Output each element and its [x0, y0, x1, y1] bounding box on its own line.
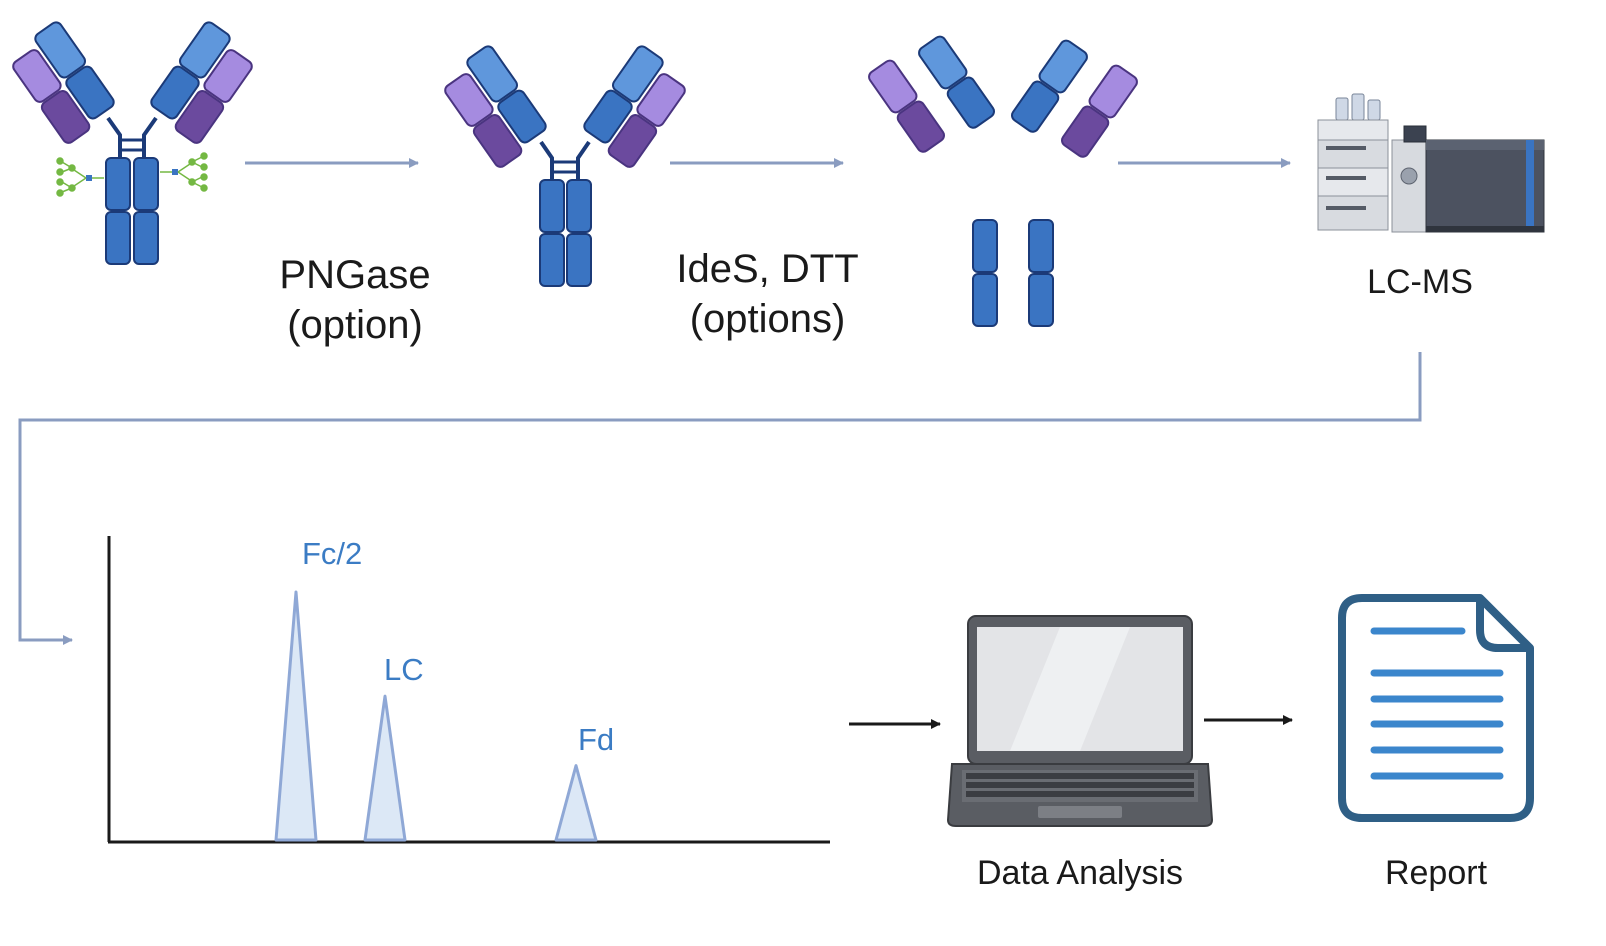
- glycan-left-icon: [56, 157, 104, 197]
- peak-fd: [554, 764, 598, 842]
- data-analysis-label: Data Analysis: [977, 854, 1183, 892]
- chromatogram: [107, 536, 830, 844]
- report-document-icon: [1338, 594, 1534, 822]
- ides-label-line2: (options): [689, 297, 846, 341]
- pngase-label-line1: PNGase: [279, 253, 431, 297]
- lc-ms-instrument-icon: [1317, 93, 1545, 233]
- report-label: Report: [1384, 854, 1488, 892]
- antibody-subunits-icon: [868, 35, 1138, 327]
- deglycosylated-antibody-icon: [444, 45, 686, 287]
- ides-label: IdeS, DTT (options): [660, 244, 875, 344]
- peak-fc2: [274, 590, 318, 842]
- glycan-right-icon: [160, 152, 208, 192]
- peak-lc: [363, 694, 407, 842]
- laptop-icon: [946, 615, 1214, 827]
- pngase-label-line2: (option): [287, 303, 423, 347]
- peak-label-fc2: Fc/2: [302, 536, 363, 571]
- pngase-label: PNGase (option): [255, 250, 455, 350]
- intact-antibody-icon: [12, 21, 253, 265]
- peak-label-fd: Fd: [578, 722, 615, 757]
- lcms-label: LC-MS: [1367, 263, 1473, 301]
- ides-label-line1: IdeS, DTT: [676, 247, 859, 291]
- peak-label-lc: LC: [384, 652, 424, 687]
- connector-arrow: [18, 352, 1422, 645]
